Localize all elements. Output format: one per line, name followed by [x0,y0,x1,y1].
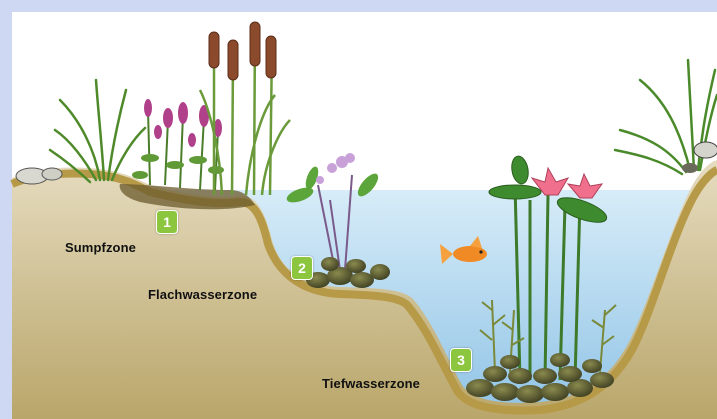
zone-label-tiefwasserzone: Tiefwasserzone [322,376,420,391]
zone-badge-2: 2 [291,256,313,280]
zone-label-flachwasserzone: Flachwasserzone [148,287,257,302]
zone-label-sumpfzone: Sumpfzone [65,240,136,255]
zone-badge-3: 3 [450,348,472,372]
zone-badge-1: 1 [156,210,178,234]
